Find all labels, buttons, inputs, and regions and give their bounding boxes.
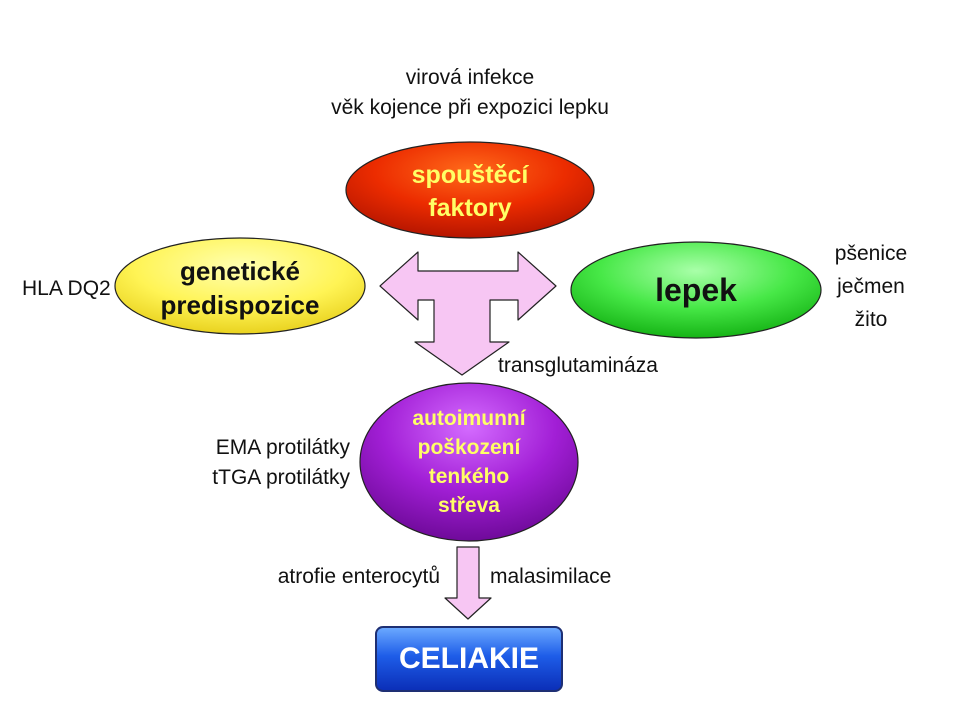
- hla-annotation: HLA DQ2: [22, 277, 111, 300]
- malabsorption-annotation: malasimilace: [490, 565, 612, 588]
- autoimmune-label-line4: střeva: [438, 494, 500, 517]
- down-arrow: [444, 546, 492, 620]
- triggers-label-line2: faktory: [428, 194, 512, 222]
- celiac-box: CELIAKIE: [375, 626, 563, 692]
- triggers-ellipse: [345, 141, 595, 239]
- genetic-label-line1: genetické: [180, 256, 300, 286]
- grains-annotation: pšenice ječmen žito: [822, 237, 920, 336]
- autoimmune-label: autoimunní poškození tenkého střeva: [370, 404, 568, 520]
- autoimmune-label-line2: poškození: [417, 436, 521, 459]
- three-way-arrow: [379, 251, 557, 376]
- ema-antibodies-text: EMA protilátky: [215, 436, 350, 459]
- top-annotation: virová infekce věk kojence při expozici …: [290, 63, 650, 123]
- gluten-label: lepek: [655, 272, 737, 308]
- autoimmune-label-line1: autoimunní: [412, 407, 526, 430]
- gluten-ellipse: [570, 241, 822, 339]
- autoimmune-ellipse: [359, 382, 579, 542]
- genetic-label: genetické predispozice: [140, 254, 340, 322]
- viral-infection-text: virová infekce: [405, 66, 535, 89]
- celiac-label: CELIAKIE: [398, 642, 539, 675]
- grain-barley-text: ječmen: [837, 275, 905, 298]
- triggers-label-line1: spouštěcí: [411, 161, 529, 189]
- grain-rye-text: žito: [854, 308, 888, 331]
- triggers-label: spouštěcí faktory: [370, 159, 570, 225]
- autoimmune-label-line3: tenkého: [428, 465, 510, 488]
- antibodies-annotation: EMA protilátky tTGA protilátky: [150, 433, 350, 493]
- infant-age-text: věk kojence při expozici lepku: [331, 96, 609, 119]
- genetic-ellipse: [114, 237, 366, 335]
- ttga-antibodies-text: tTGA protilátky: [212, 466, 350, 489]
- grain-wheat-text: pšenice: [834, 242, 908, 265]
- transglutaminase-annotation: transglutamináza: [498, 354, 658, 377]
- genetic-label-line2: predispozice: [160, 290, 320, 320]
- atrophy-annotation: atrofie enterocytů: [277, 565, 440, 588]
